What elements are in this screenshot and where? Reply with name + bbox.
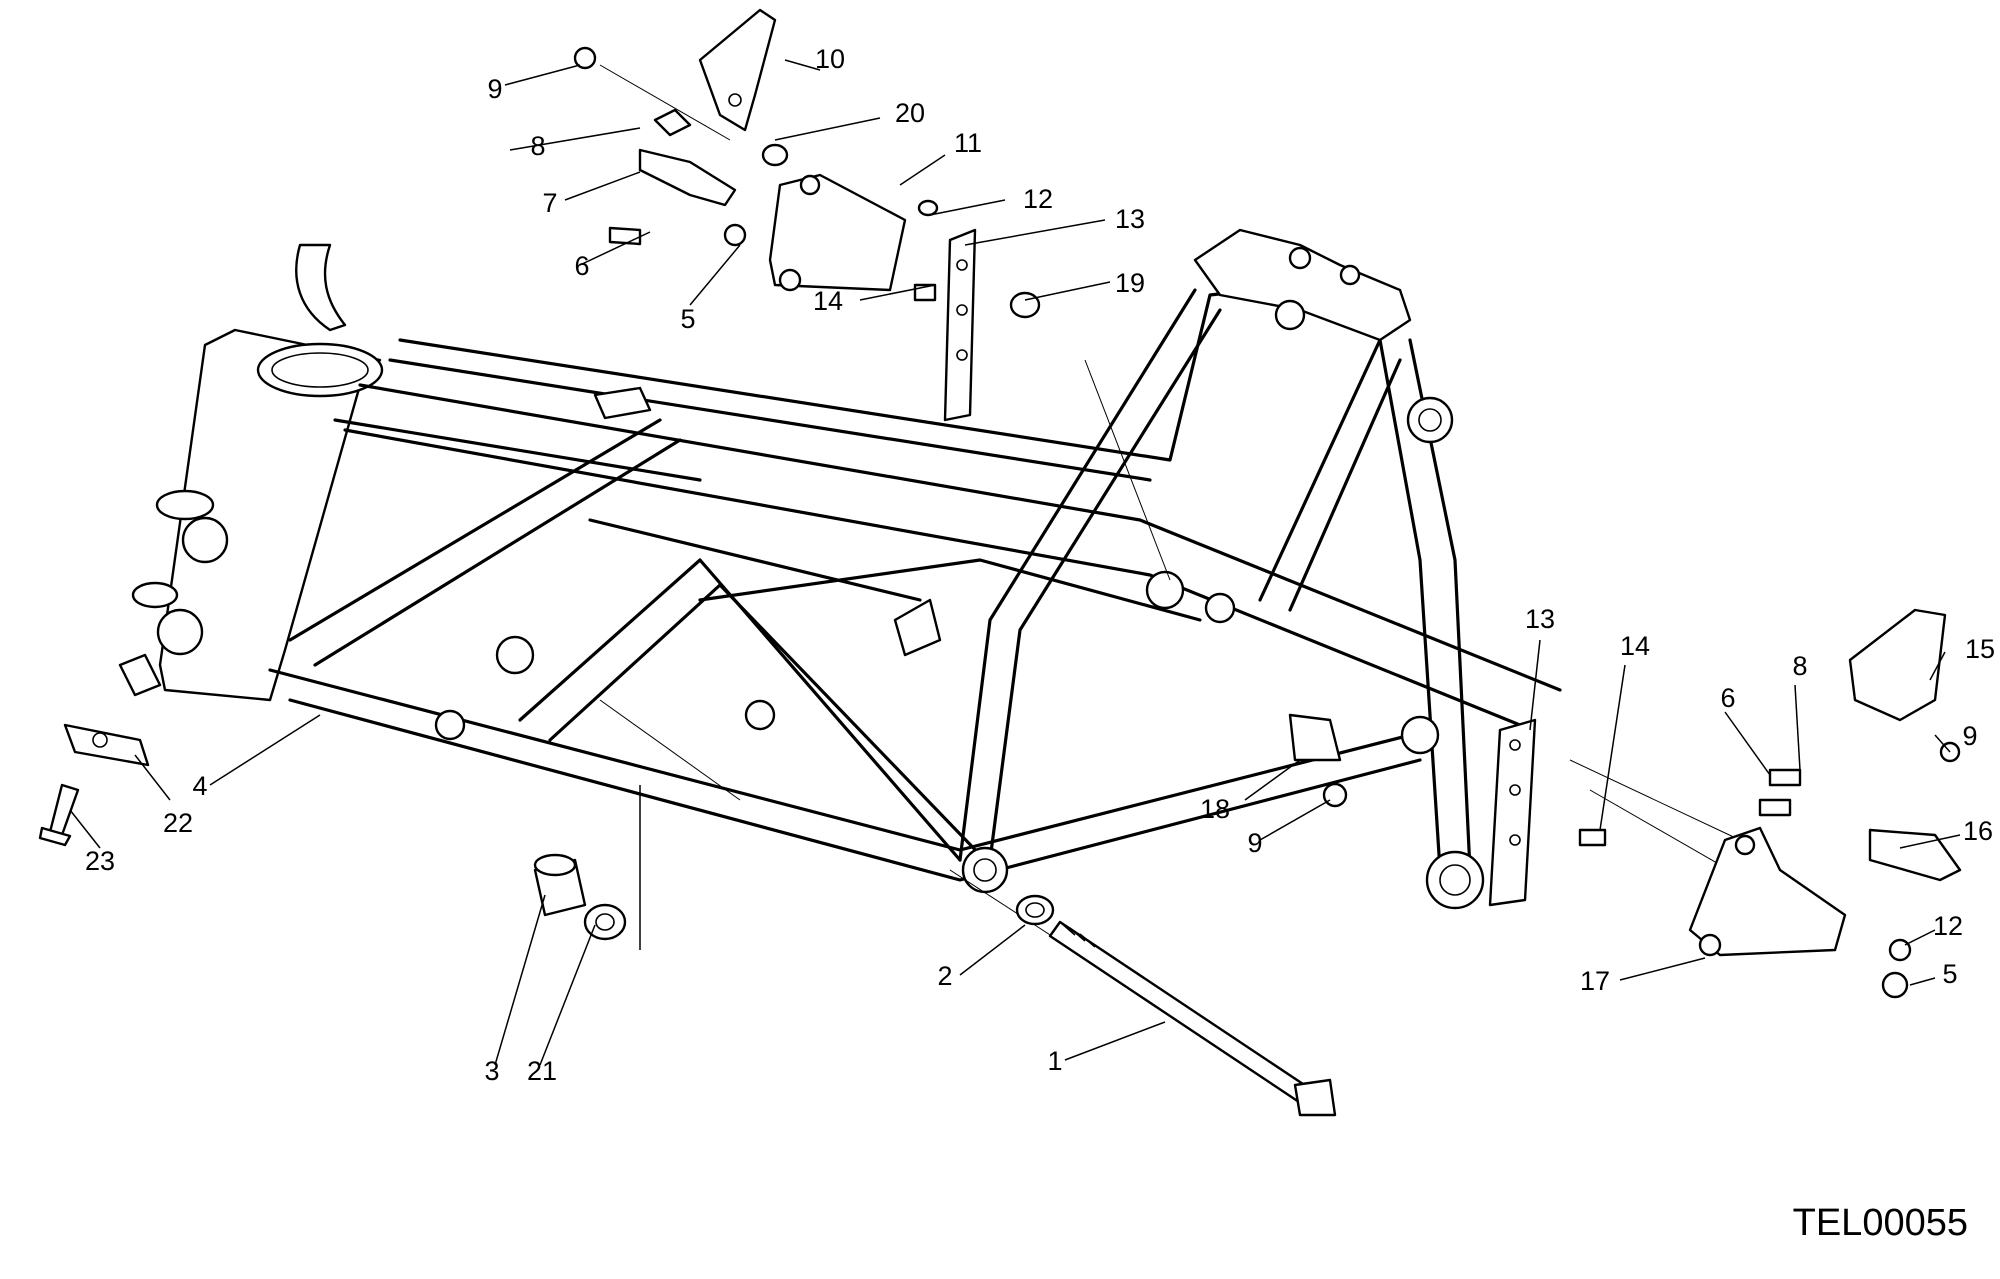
- part-22-clamp: [63, 723, 150, 767]
- leader-lines: [69, 59, 1961, 1066]
- drawing-code: TEL00055: [1793, 1202, 1968, 1244]
- callout-23: 23: [85, 846, 115, 876]
- callout-9-center: 9: [1247, 828, 1262, 858]
- part-3-bushing: [533, 853, 587, 917]
- callout-3: 3: [484, 1056, 499, 1086]
- callout-13-right: 13: [1525, 604, 1555, 634]
- callout-7: 7: [542, 188, 557, 218]
- callout-18: 18: [1200, 794, 1230, 824]
- part-2-spacer: [1015, 894, 1055, 926]
- callout-6-left: 6: [574, 251, 589, 281]
- callout-13-left: 13: [1115, 204, 1145, 234]
- part-1-swingarm-pivot-shaft: [1048, 920, 1337, 1117]
- callout-12-right: 12: [1933, 911, 1963, 941]
- callout-5-left: 5: [680, 304, 695, 334]
- part-21-washer: [583, 903, 627, 941]
- right-footpeg-group: [1288, 608, 1962, 999]
- callout-labels: 1 2 3 21 4 22 23 14 5 6 7 8 9 10 20 11 1…: [85, 44, 1995, 1086]
- callout-14-left: 14: [813, 286, 843, 316]
- callout-9-left: 9: [487, 74, 502, 104]
- left-footpeg-group: [573, 8, 1041, 422]
- trellis-frame: [118, 228, 1562, 910]
- callout-21: 21: [527, 1056, 557, 1086]
- callout-19: 19: [1115, 268, 1145, 298]
- callout-8-left: 8: [530, 131, 545, 161]
- callout-5-right: 5: [1942, 959, 1957, 989]
- callout-12-left: 12: [1023, 184, 1053, 214]
- callout-20: 20: [895, 98, 925, 128]
- callout-22: 22: [163, 808, 193, 838]
- callout-11: 11: [954, 128, 982, 158]
- callout-10: 10: [815, 44, 845, 74]
- callout-17: 17: [1580, 966, 1610, 996]
- callout-2: 2: [937, 961, 952, 991]
- callout-8-right: 8: [1792, 651, 1807, 681]
- callout-9-right: 9: [1962, 721, 1977, 751]
- callout-15: 15: [1965, 634, 1995, 664]
- part-23-screw: [38, 783, 80, 847]
- callout-6-right: 6: [1720, 683, 1735, 713]
- callout-4: 4: [192, 771, 207, 801]
- callout-14-right: 14: [1620, 631, 1650, 661]
- callout-1: 1: [1047, 1046, 1062, 1076]
- callout-16: 16: [1963, 816, 1993, 846]
